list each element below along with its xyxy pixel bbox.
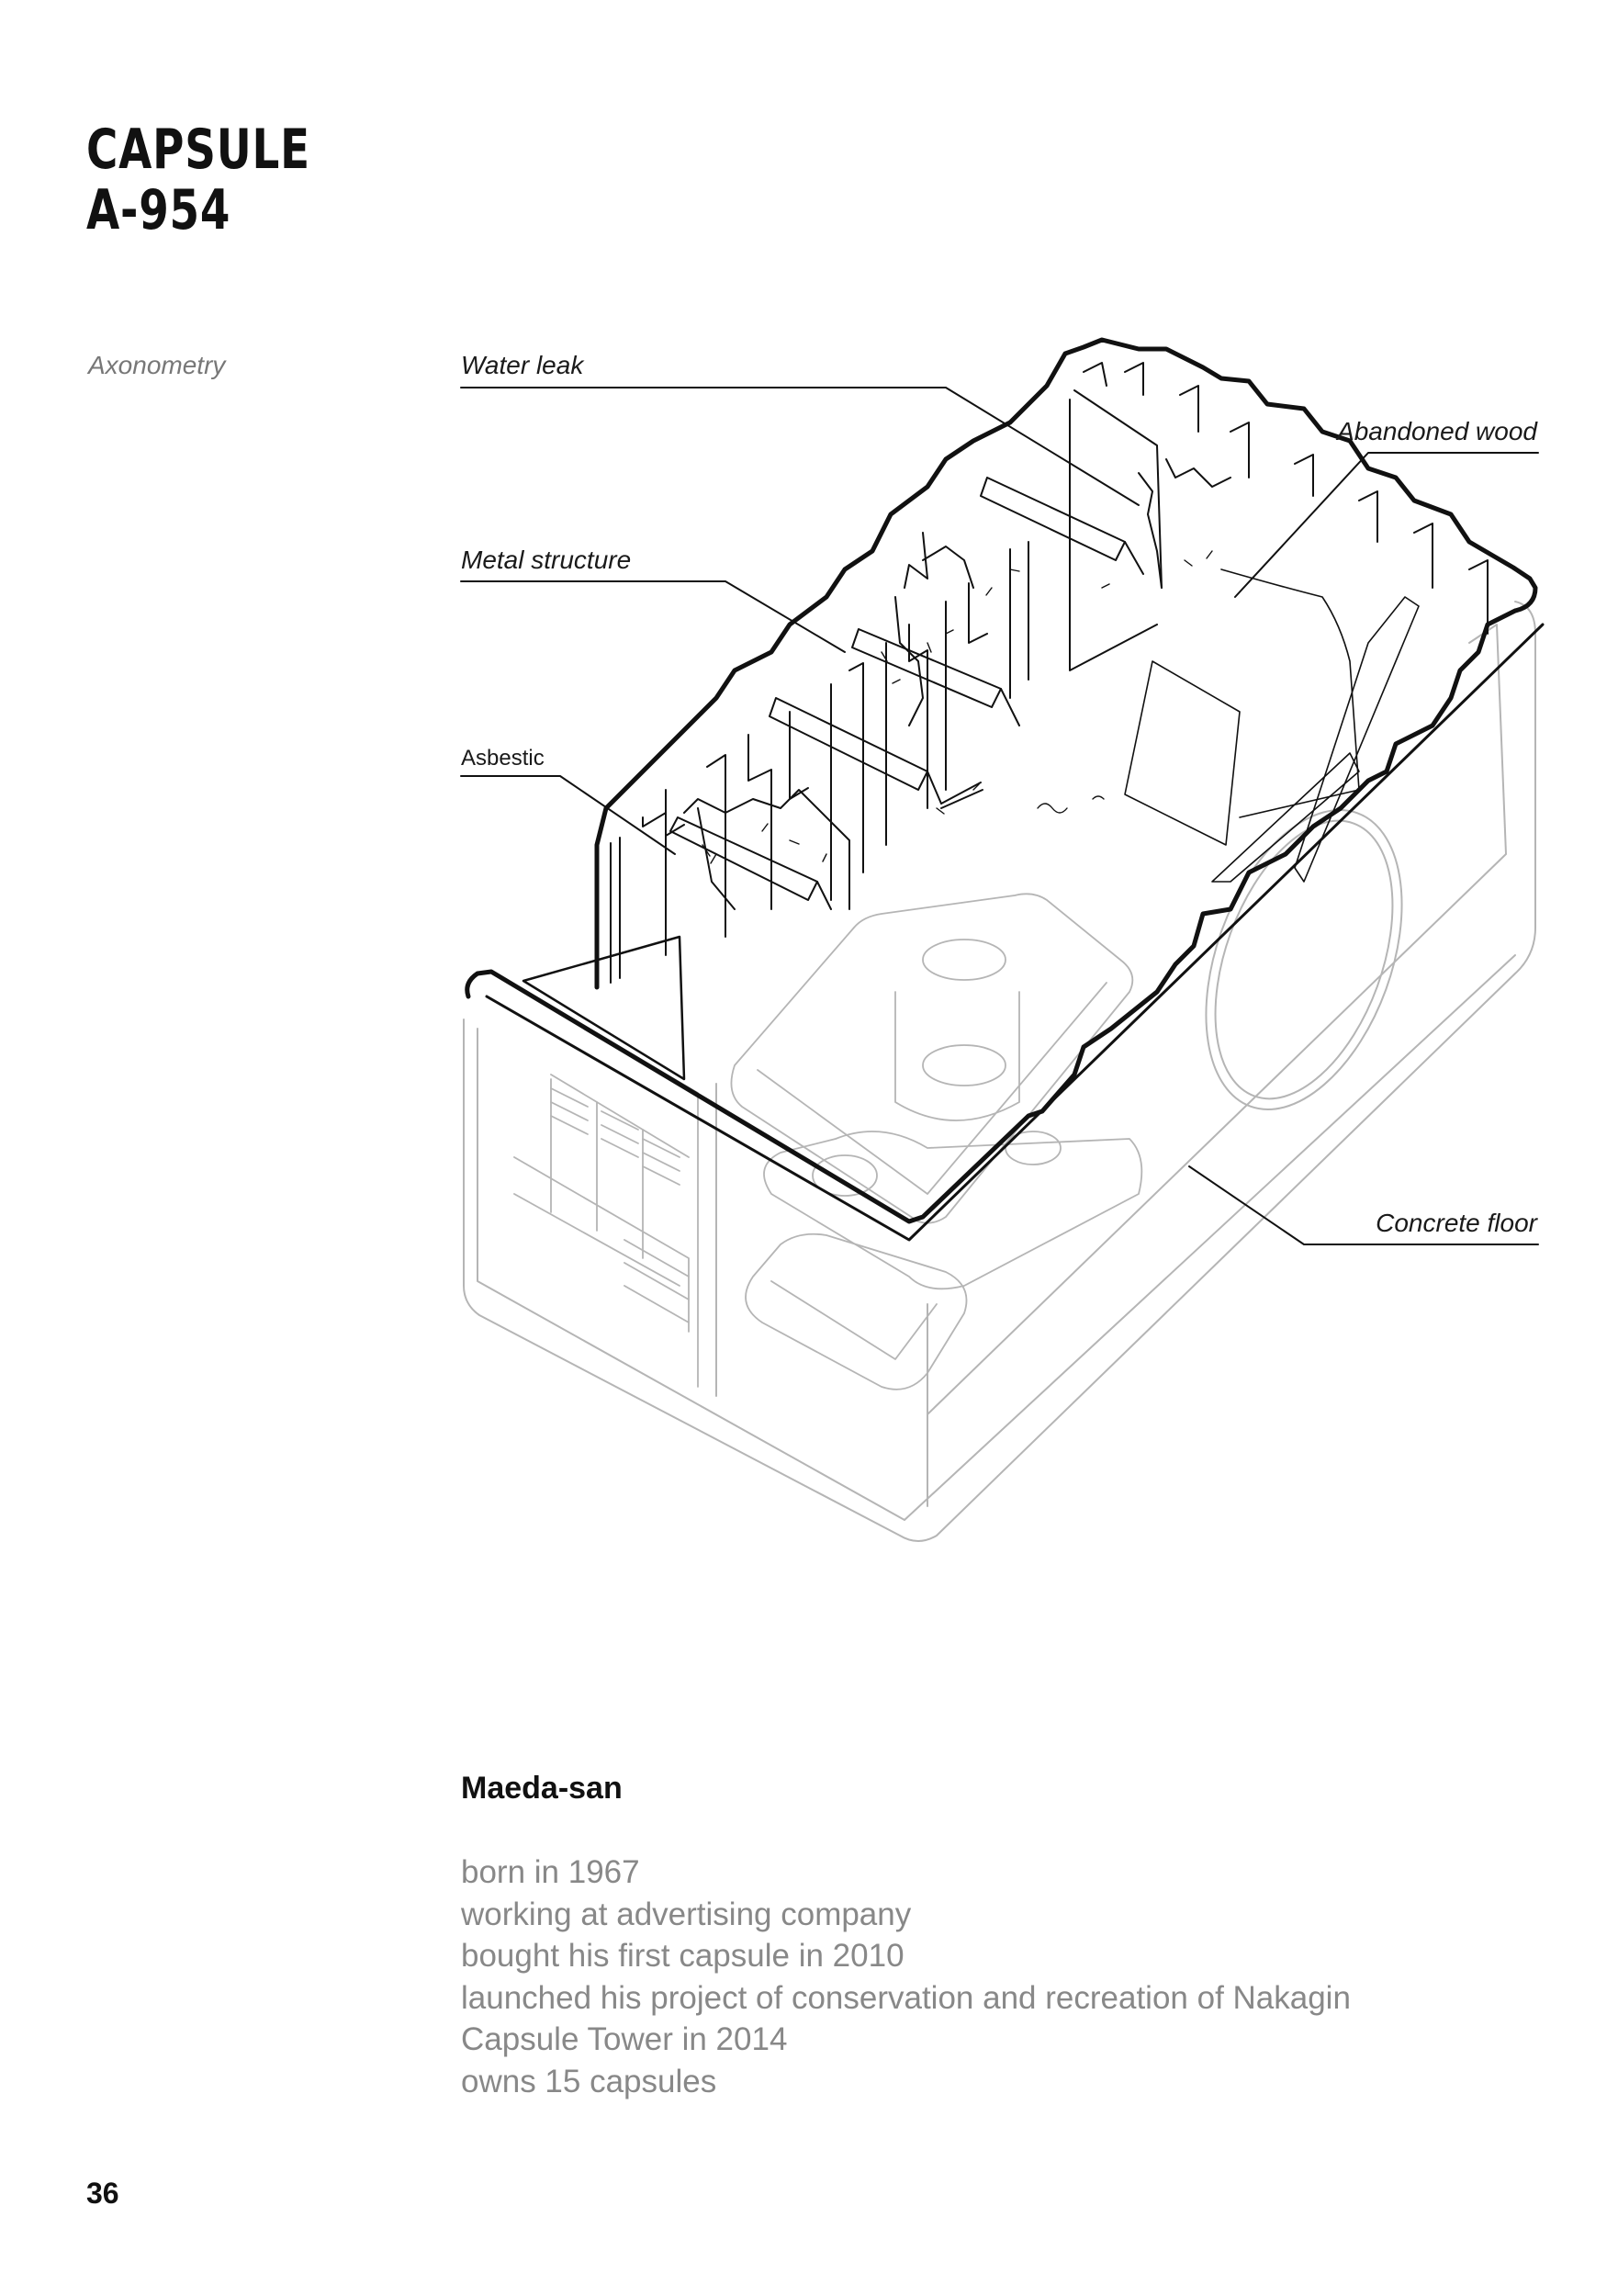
bio-line: bought his first capsule in 2010: [461, 1938, 905, 1974]
bio-line: born in 1967: [461, 1854, 640, 1890]
bio-line: working at advertising company: [461, 1896, 912, 1932]
section-label: Axonometry: [88, 351, 226, 379]
label-abandoned-wood: Abandoned wood: [1337, 417, 1537, 445]
title-line-1: CAPSULE: [86, 118, 310, 182]
page-number: 36: [86, 2177, 119, 2210]
page-title: CAPSULE A-954: [86, 119, 310, 241]
axonometry-drawing: [460, 337, 1545, 1542]
interior-furniture: [513, 893, 1143, 1390]
bio-line: launched his project of conservation and…: [461, 1979, 1351, 2016]
damage-details: [683, 458, 1420, 910]
capsule-shell: [463, 601, 1536, 1542]
bio-details: born in 1967 working at advertising comp…: [461, 1851, 1351, 2102]
bio-line: Capsule Tower in 2014: [461, 2021, 788, 2057]
title-line-2: A-954: [86, 178, 231, 242]
label-water-leak: Water leak: [461, 351, 584, 379]
metal-structure: [596, 362, 1489, 988]
section-cut-outline: [465, 337, 1538, 1224]
label-metal-structure: Metal structure: [461, 546, 632, 574]
label-asbestic: Asbestic: [461, 746, 545, 771]
leader-lines: [460, 387, 1539, 1245]
bio-line: owns 15 capsules: [461, 2063, 717, 2099]
bio-name: Maeda-san: [461, 1771, 623, 1806]
label-concrete-floor: Concrete floor: [1376, 1209, 1537, 1237]
